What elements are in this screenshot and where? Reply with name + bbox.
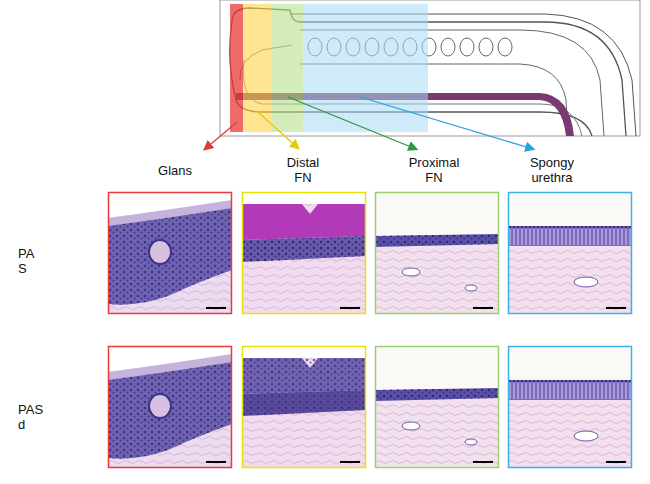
pointer-arrow: [288, 97, 416, 149]
region-label: Spongy urethra: [521, 155, 583, 185]
pointer-arrow: [360, 97, 533, 149]
histology-panel: [508, 346, 632, 468]
anatomy-illustration: [220, 0, 640, 136]
histology-panel: [375, 346, 499, 468]
row-label: PAS: [18, 246, 37, 276]
region-label: Distal FN: [278, 155, 328, 185]
pointer-arrow: [258, 112, 298, 148]
histology-panel: [508, 192, 632, 314]
pointer-arrow: [205, 122, 237, 149]
histology-panel: [375, 192, 499, 314]
histology-panel: [108, 346, 232, 468]
histology-panel: [242, 346, 366, 468]
histology-panel: [242, 192, 366, 314]
row-label: PASd: [18, 402, 45, 432]
histology-panel: [108, 192, 232, 314]
region-label: Glans: [150, 163, 200, 178]
region-label: Proximal FN: [403, 155, 465, 185]
